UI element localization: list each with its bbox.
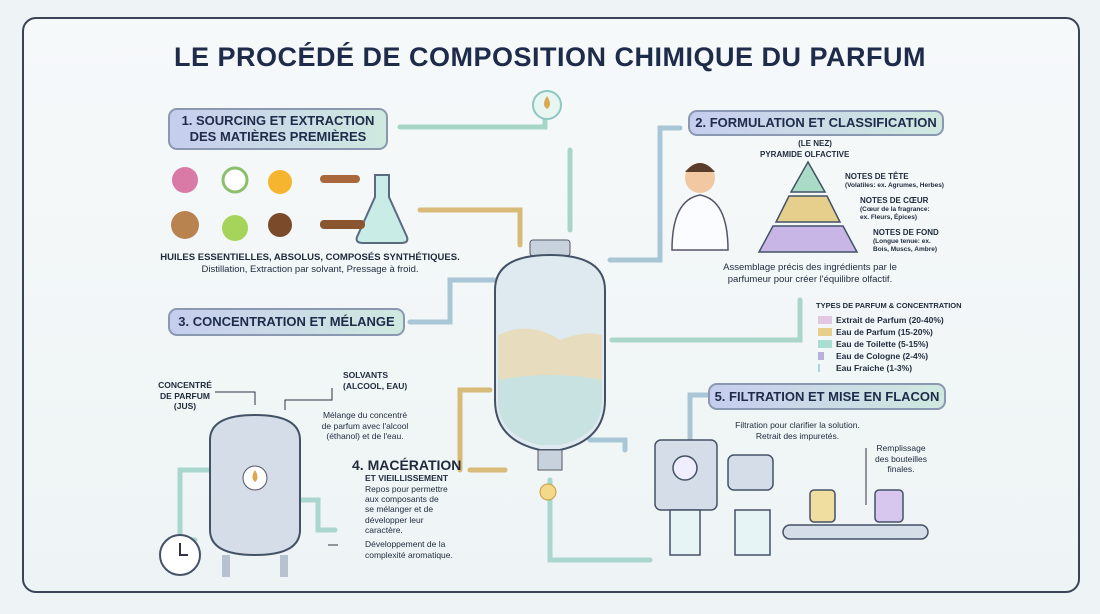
step5-desc2: Retrait des impuretés.	[755, 430, 840, 441]
note-base: NOTES DE FOND(Longue tenue: ex.Bois, Mus…	[873, 228, 939, 254]
step4-result2: complexité aromatique.	[365, 549, 453, 560]
pipe-step1	[397, 112, 548, 130]
type-fraiche: Eau Fraiche (1-3%)	[818, 363, 912, 373]
type-edp: Eau de Parfum (15-20%)	[818, 327, 933, 337]
step2-header: 2. FORMULATION ET CLASSIFICATION	[688, 110, 944, 136]
step1-methods: Distillation, Extraction par solvant, Pr…	[201, 263, 419, 275]
types-title: TYPES DE PARFUM & CONCENTRATION	[816, 301, 962, 310]
step1-materials: HUILES ESSENTIELLES, ABSOLUS, COMPOSÉS S…	[160, 252, 460, 263]
type-label: Eau de Parfum (15-20%)	[836, 327, 933, 337]
step3-header: 3. CONCENTRATION ET MÉLANGE	[168, 308, 405, 336]
step4-subtitle: ET VIEILLISSEMENT	[365, 473, 449, 483]
note-top: NOTES DE TÊTE(Volatiles: ex. Agrumes, He…	[845, 172, 944, 190]
pyramid-title: PYRAMIDE OLFACTIVE	[760, 150, 850, 159]
concentre-label2: DE PARFUM	[160, 390, 210, 401]
note-top-desc: (Volatiles: ex. Agrumes, Herbes)	[845, 182, 944, 189]
step5-fill2: des bouteilles	[875, 453, 927, 464]
type-label: Eau de Toilette (5-15%)	[836, 339, 929, 349]
pipe-step2	[607, 125, 683, 263]
central-reactor	[494, 239, 606, 471]
pipe-mac	[457, 387, 493, 473]
concentre-label: CONCENTRÉ	[158, 380, 212, 390]
step4-desc: caractère.	[365, 524, 403, 535]
solvants-label: SOLVANTS	[343, 370, 389, 380]
pipe-step3	[407, 277, 498, 325]
pipe-types	[609, 297, 803, 343]
note-base-desc2: Bois, Muscs, Ambre)	[873, 246, 938, 254]
olfactive-pyramid	[757, 160, 859, 253]
filtration-machine	[654, 439, 929, 556]
step5-fill3: finales.	[887, 464, 915, 475]
step4-desc: développer leur	[365, 514, 424, 525]
note-top-label: NOTES DE TÊTE	[845, 172, 909, 181]
step1-title-line2: DES MATIÈRES PREMIÈRES	[189, 129, 367, 144]
note-heart-label: NOTES DE CŒUR	[860, 196, 929, 205]
step2-subtitle: (LE NEZ)	[798, 139, 832, 148]
step3-desc3: (éthanol) et de l'eau.	[326, 431, 404, 442]
flask-icon	[355, 174, 409, 244]
ingredient-icons	[171, 166, 365, 241]
type-extrait: Extrait de Parfum (20-40%)	[818, 315, 944, 325]
note-heart-desc2: ex. Fleurs, Épices)	[860, 214, 918, 222]
type-label: Eau de Cologne (2-4%)	[836, 351, 929, 361]
perfumer-illustration	[671, 163, 729, 251]
solvants-label2: (ALCOOL, EAU)	[343, 380, 408, 391]
step4-result1: Développement de la	[365, 539, 446, 549]
step4-title: 4. MACÉRATION	[352, 457, 462, 473]
note-heart: NOTES DE CŒUR(Cœur de la fragrance:ex. F…	[860, 196, 930, 222]
maceration-tank	[209, 413, 301, 577]
type-label: Eau Fraiche (1-3%)	[836, 363, 913, 373]
step3-desc2: de parfum avec l'alcool	[321, 420, 409, 431]
pipe-flask	[417, 207, 523, 248]
note-base-desc1: (Longue tenue: ex.	[873, 238, 931, 245]
step4-desc: aux composants de	[365, 494, 439, 505]
step4-desc: se mélanger et de	[365, 504, 434, 515]
step2-desc2: parfumeur pour créer l'équilibre olfacti…	[727, 273, 893, 285]
type-edt: Eau de Toilette (5-15%)	[818, 339, 928, 349]
page-title: LE PROCÉDÉ DE COMPOSITION CHIMIQUE DU PA…	[173, 42, 927, 72]
step1-title-line1: 1. SOURCING ET EXTRACTION	[181, 113, 375, 129]
note-heart-desc1: (Cœur de la fragrance:	[860, 206, 930, 213]
concentre-label3: (JUS)	[173, 401, 197, 412]
type-label: Extrait de Parfum (20-40%)	[836, 315, 944, 325]
step5-header: 5. FILTRATION ET MISE EN FLACON	[708, 383, 946, 410]
type-edc: Eau de Cologne (2-4%)	[818, 351, 928, 361]
note-base-label: NOTES DE FOND	[873, 228, 939, 237]
step3-desc1: Mélange du concentré	[322, 410, 408, 420]
step2-desc1: Assemblage précis des ingrédients par le	[723, 262, 897, 273]
step5-fill1: Remplissage	[876, 443, 926, 453]
step5-desc1: Filtration pour clarifier la solution.	[735, 420, 860, 430]
step4-desc: Repos pour permettre	[365, 484, 448, 494]
